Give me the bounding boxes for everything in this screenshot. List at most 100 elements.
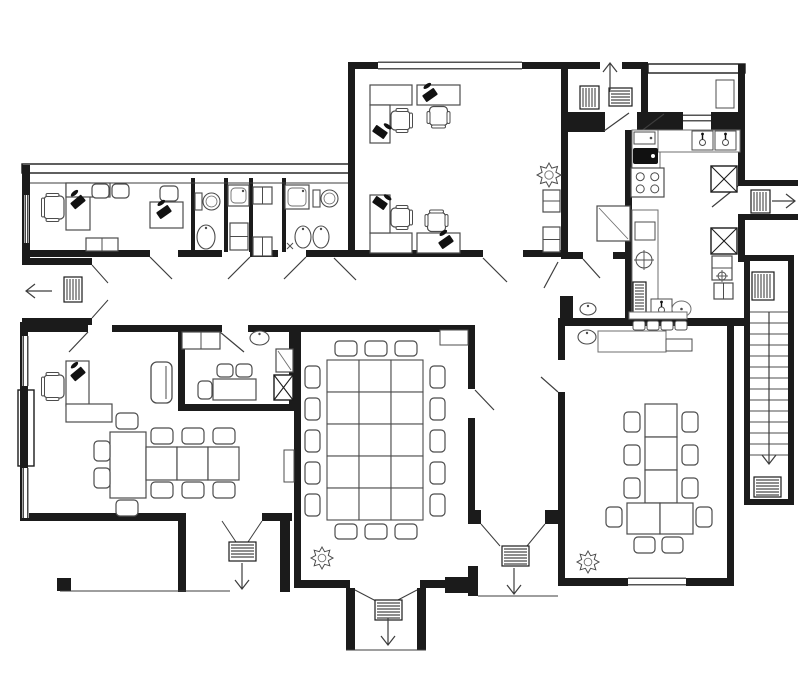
door-leaf <box>149 256 173 280</box>
wall <box>294 325 301 588</box>
wall <box>727 318 734 586</box>
bar-stool <box>660 320 674 331</box>
desk <box>207 446 240 481</box>
valve-icon <box>286 242 294 250</box>
floor-grille <box>579 85 600 110</box>
wall <box>178 404 296 411</box>
laptop-icon <box>70 361 86 382</box>
wall <box>613 252 632 259</box>
desk <box>644 436 678 471</box>
wall <box>20 322 28 521</box>
desk <box>176 446 209 481</box>
sink-icon <box>577 329 597 345</box>
wall <box>20 513 185 521</box>
chair <box>633 536 656 554</box>
floor-grille <box>751 271 775 301</box>
entrance-arrow-north <box>602 62 618 92</box>
plan-line <box>91 264 109 284</box>
window <box>378 61 522 70</box>
sink-icon <box>196 224 216 250</box>
wall <box>622 62 648 69</box>
office-chair <box>424 209 449 233</box>
wall <box>191 178 195 252</box>
door-leaf <box>543 261 559 289</box>
cabinet <box>252 236 273 257</box>
wall <box>417 588 426 650</box>
microwave-icon <box>633 131 656 145</box>
entrance-arrow-southwest <box>234 563 250 590</box>
sofa <box>150 361 173 404</box>
shelf <box>439 329 469 346</box>
plan-line <box>91 299 109 319</box>
wall <box>545 510 558 524</box>
desk <box>659 502 694 535</box>
door-leaf <box>582 258 601 279</box>
door-leaf <box>540 376 559 393</box>
wall <box>744 499 794 505</box>
wall <box>738 214 745 262</box>
chair-row <box>334 340 418 357</box>
chair <box>159 185 179 202</box>
wall <box>523 250 568 257</box>
wall <box>637 112 683 130</box>
chair-row <box>304 365 321 517</box>
door-leaf <box>333 257 357 281</box>
door-leaf <box>603 112 630 132</box>
desk <box>644 403 678 438</box>
wall <box>280 521 290 592</box>
door-leaf <box>227 256 251 280</box>
chair-row <box>334 523 418 540</box>
office-chair <box>426 105 451 129</box>
door-leaf <box>219 331 245 353</box>
chair-row <box>623 411 641 499</box>
plan-line <box>247 520 263 543</box>
wall <box>249 178 253 252</box>
laptop-icon <box>438 229 454 249</box>
shelf <box>665 338 693 352</box>
floor-grille <box>228 541 257 562</box>
wall <box>745 214 798 220</box>
laptop-icon <box>70 189 86 210</box>
chair <box>197 380 213 400</box>
desk <box>369 232 413 254</box>
floor-grille <box>750 189 771 214</box>
wall <box>178 513 186 592</box>
desk <box>65 360 90 407</box>
chair-row <box>429 365 446 517</box>
plan-line <box>395 589 418 602</box>
duct <box>715 79 735 109</box>
chair <box>111 183 130 199</box>
cabinet <box>85 237 119 252</box>
chair <box>91 183 110 199</box>
wall <box>568 62 600 69</box>
cabinet <box>181 331 221 350</box>
counter <box>628 311 688 320</box>
desk <box>644 469 678 504</box>
plan-line <box>480 523 501 547</box>
wall <box>744 255 794 261</box>
plan-line <box>354 589 377 602</box>
shelf <box>283 449 295 483</box>
fridge-icon <box>275 348 294 373</box>
wall <box>744 255 750 505</box>
wall <box>561 252 583 259</box>
wall-outlined <box>647 63 746 74</box>
stairs-direction-arrow <box>761 312 777 465</box>
wall <box>282 178 286 252</box>
chair-row <box>216 363 253 378</box>
wall <box>560 296 573 322</box>
floor-grille <box>63 276 83 303</box>
conference-table <box>326 359 424 521</box>
stove-icon <box>630 167 665 198</box>
wall <box>178 250 222 257</box>
wall <box>178 325 185 411</box>
shaft-marker <box>710 227 738 255</box>
chair <box>661 536 684 554</box>
toilet-icon <box>312 189 339 208</box>
plan-line <box>221 520 237 543</box>
cabinet <box>229 222 249 251</box>
floor-grille <box>632 281 647 315</box>
entrance-arrow-south <box>380 618 396 646</box>
fridge-icon <box>596 205 631 242</box>
